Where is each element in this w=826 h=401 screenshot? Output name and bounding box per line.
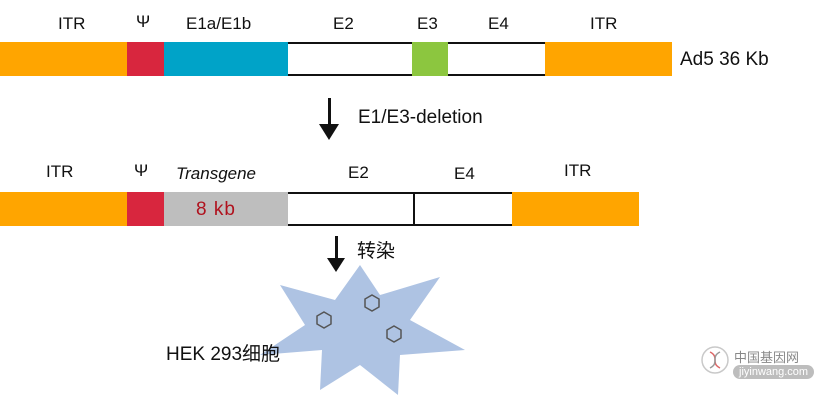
top-itr-right-segment (545, 42, 672, 76)
hek293-cell-illustration (260, 265, 465, 395)
transfection-label: 转染 (357, 241, 396, 262)
vector-bar: 8 kb (0, 192, 639, 226)
virus-particle-icon (316, 311, 332, 329)
genome-size-label: Ad5 36 Kb (680, 49, 769, 70)
top-e3-segment (412, 42, 448, 76)
cell-shape (260, 265, 465, 395)
deletion-arrow-head (319, 124, 339, 140)
watermark-url: jiyinwang.com (733, 365, 815, 379)
watermark-title: 中国基因网 (734, 350, 800, 365)
top-itr-right-label: ITR (590, 14, 618, 33)
transfection-arrow (335, 236, 338, 262)
top-e1-segment (164, 42, 288, 76)
top-itr-left-label: ITR (58, 14, 86, 33)
transfection-arrow-head (327, 258, 345, 272)
e2-e4-divider (413, 192, 415, 226)
deletion-arrow (328, 98, 331, 128)
transgene-size: 8 kb (196, 199, 236, 220)
transgene-label: Transgene (176, 164, 257, 183)
top-e1-label: E1a/E1b (186, 14, 252, 33)
top-psi-label: Ψ (136, 12, 151, 31)
cell-label: HEK 293细胞 (166, 344, 281, 365)
top-itr-left-segment (0, 42, 127, 76)
bottom-itr-right-label: ITR (564, 161, 592, 180)
top-psi-segment (127, 42, 164, 76)
deletion-label: E1/E3-deletion (358, 107, 483, 128)
bottom-psi-segment (127, 192, 164, 226)
bottom-e2-label: E2 (348, 163, 369, 182)
dna-logo-icon (701, 346, 729, 374)
top-e3-label: E3 (417, 14, 438, 33)
virus-particle-icon (364, 294, 380, 312)
top-genome-bar (0, 42, 672, 76)
top-e2-label: E2 (333, 14, 354, 33)
bottom-itr-right-segment (512, 192, 639, 226)
bottom-psi-label: Ψ (134, 161, 149, 180)
bottom-e4-label: E4 (454, 164, 475, 183)
bottom-itr-left-label: ITR (46, 162, 74, 181)
transgene-segment (164, 192, 288, 226)
virus-particle-icon (386, 325, 402, 343)
bottom-itr-left-segment (0, 192, 127, 226)
top-e4-label: E4 (488, 14, 509, 33)
